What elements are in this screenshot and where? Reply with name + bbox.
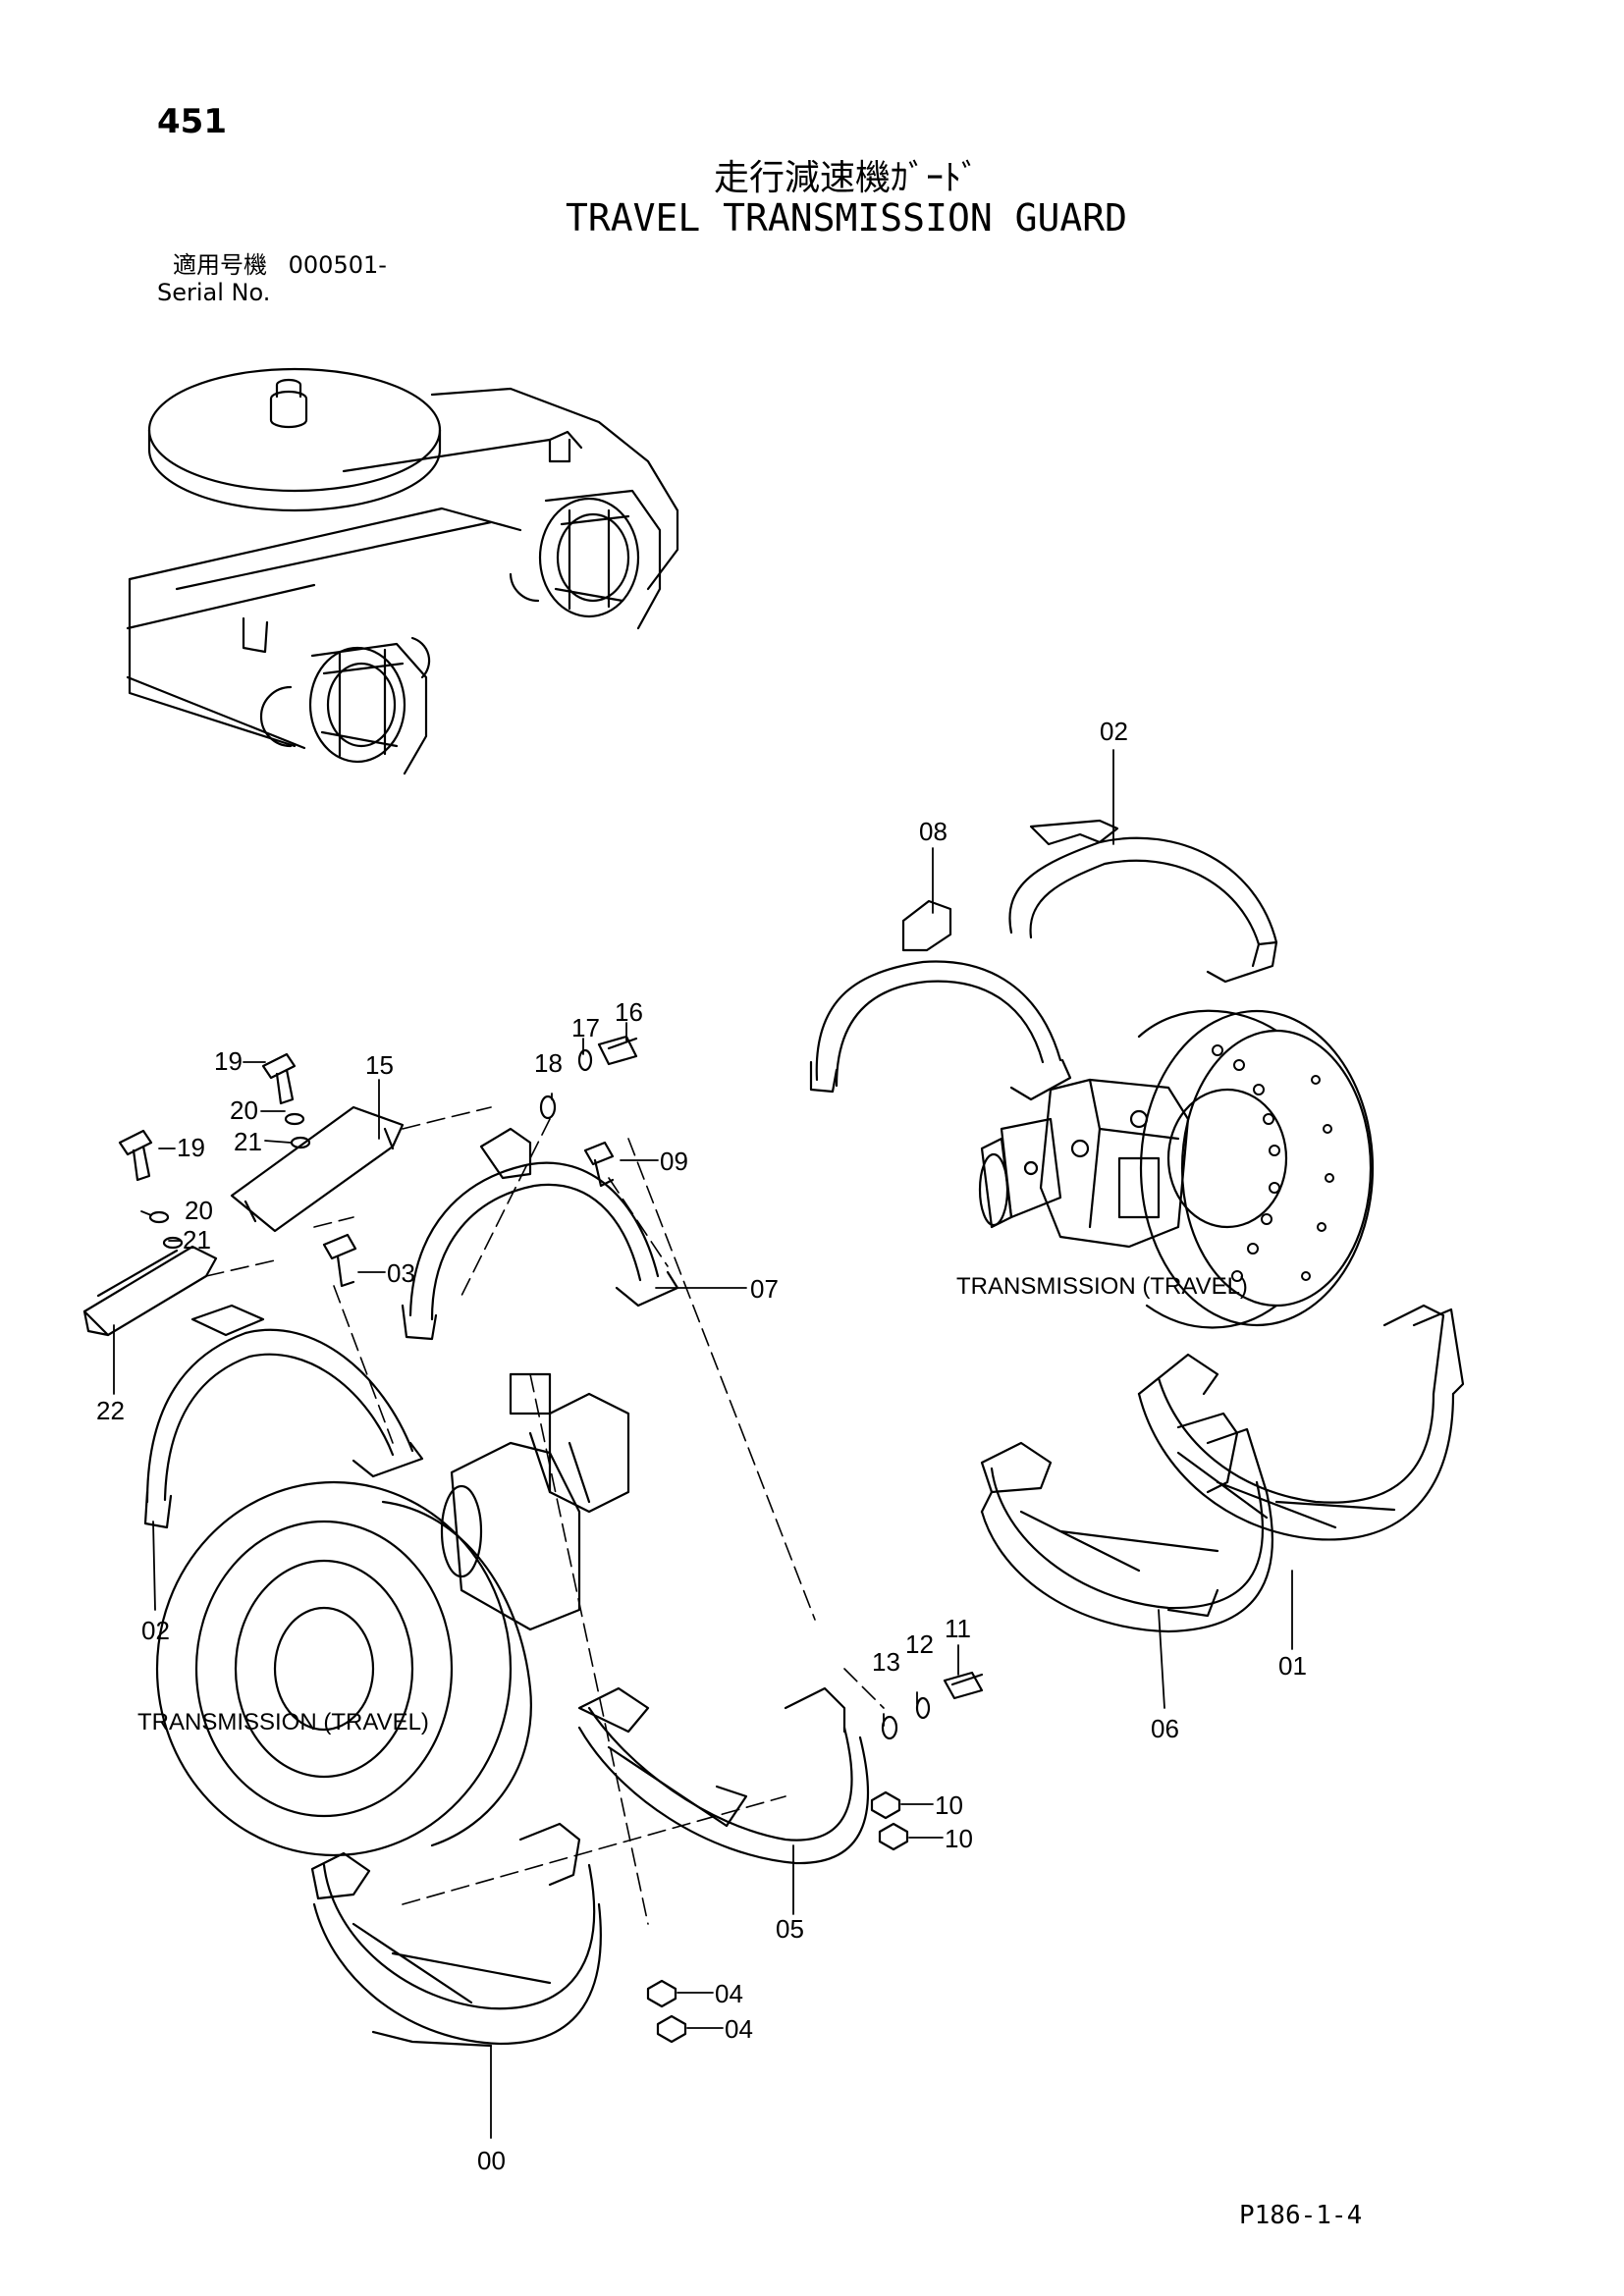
callout-04-upper: 04 <box>715 1979 743 2008</box>
captions: TRANSMISSION (TRAVEL) TRANSMISSION (TRAV… <box>137 1273 1248 1735</box>
caption-transmission-right: TRANSMISSION (TRAVEL) <box>956 1273 1248 1300</box>
machine-overview-sketch <box>126 367 679 775</box>
title-japanese: 走行減速機ｶﾞｰﾄﾞ <box>713 158 979 198</box>
callout-labels: 00 01 02 02 03 04 04 05 06 07 08 09 10 1… <box>96 717 1307 2175</box>
callout-07: 07 <box>750 1274 779 1304</box>
callout-02-left: 02 <box>141 1616 170 1645</box>
serial-block: 適用号機 000501- Serial No. <box>157 251 387 306</box>
callout-20-upper: 20 <box>230 1095 258 1125</box>
callout-15: 15 <box>365 1050 394 1080</box>
callout-04-lower: 04 <box>725 2014 753 2044</box>
drawing-code: P186-1-4 <box>1239 2201 1363 2230</box>
callout-05: 05 <box>776 1914 804 1944</box>
callout-18: 18 <box>534 1048 563 1078</box>
callout-19-lower: 19 <box>177 1133 205 1162</box>
callout-13: 13 <box>872 1647 900 1677</box>
callout-10-upper: 10 <box>935 1790 963 1820</box>
transmission-right-drawing <box>809 819 1375 1329</box>
callout-10-lower: 10 <box>945 1824 973 1853</box>
callout-12: 12 <box>905 1629 934 1659</box>
callout-03: 03 <box>387 1258 415 1288</box>
callout-20-lower: 20 <box>185 1196 213 1225</box>
callout-21-lower: 21 <box>183 1225 211 1255</box>
serial-label-jp: 適用号機 <box>173 251 267 279</box>
callout-01: 01 <box>1278 1651 1307 1681</box>
callout-09: 09 <box>660 1147 688 1176</box>
callout-17: 17 <box>571 1013 600 1042</box>
callout-16: 16 <box>615 997 643 1027</box>
callout-08: 08 <box>919 817 947 846</box>
serial-label-en: Serial No. <box>157 279 271 306</box>
callout-00: 00 <box>477 2146 506 2175</box>
assembly-lines <box>205 1106 885 1925</box>
caption-transmission-left: TRANSMISSION (TRAVEL) <box>137 1709 429 1735</box>
callout-11: 11 <box>945 1614 971 1643</box>
callout-21-upper: 21 <box>234 1127 262 1156</box>
hardware-drawing <box>118 1035 984 2044</box>
page-number: 451 <box>157 102 227 141</box>
callout-19-upper: 19 <box>214 1046 243 1076</box>
serial-value: 000501- <box>288 251 387 279</box>
callout-22: 22 <box>96 1396 125 1425</box>
title-english: TRAVEL TRANSMISSION GUARD <box>566 196 1127 240</box>
guards-01-06-drawing <box>980 1304 1465 1633</box>
callout-06: 06 <box>1151 1714 1179 1743</box>
guards-00-05-drawing <box>310 1686 870 2048</box>
transmission-left-drawing <box>82 1105 679 1857</box>
callout-02-right: 02 <box>1100 717 1128 746</box>
leader-lines <box>113 749 1293 2139</box>
